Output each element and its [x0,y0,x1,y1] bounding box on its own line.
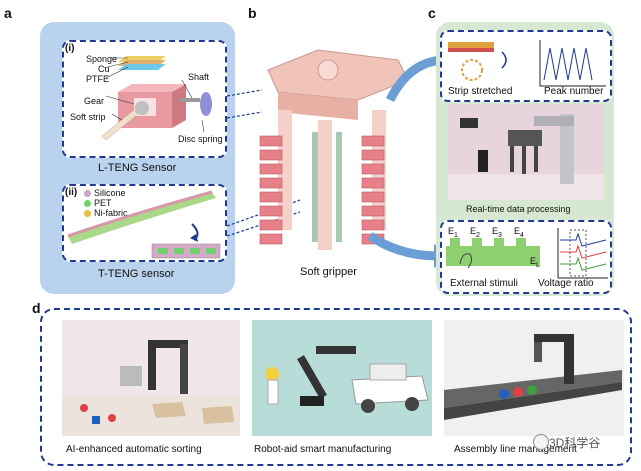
e-label-1: E1 [448,226,458,239]
caption-manufacturing: Robot-aid smart manufacturing [254,444,392,455]
legend-dot-silicone [84,190,91,197]
label-shaft: Shaft [188,72,210,82]
assembly-line-photo [444,320,624,436]
label-external-stimuli: External stimuli [450,278,518,289]
label-peak-number: Peak number [544,86,604,97]
e-label-2: E2 [470,226,480,239]
l-teng-illustration [101,56,212,141]
sub-label-i: (i) [65,43,75,54]
panel-letter-c: c [428,5,436,21]
legend-dot-pet [84,200,91,207]
e-label-4: E4 [514,226,524,239]
panel-letter-a: a [4,5,12,21]
sorting-photo [62,320,240,436]
panel-c-bottom-illustration [446,228,608,279]
label-voltage-ratio: Voltage ratio [538,278,594,289]
caption-assembly-line: Assembly line management [454,444,577,455]
panel-c-top-illustration [448,40,606,87]
panel-letter-b: b [248,5,257,21]
panel-letter-d: d [32,300,41,316]
label-strip-stretched: Strip stretched [448,86,513,97]
legend-pet: PET [94,198,112,208]
t-teng-title: T-TENG sensor [98,268,175,280]
soft-gripper-illustration [259,49,409,250]
watermark-text: 3D科学谷 [549,436,601,450]
sub-label-ii: (ii) [65,187,78,198]
t-teng-illustration [67,190,221,259]
l-teng-title: L-TENG Sensor [98,162,177,174]
legend-silicone: Silicone [94,188,126,198]
legend-dot-ni-fabric [84,210,91,217]
label-ptfe: PTFE [86,74,110,84]
e-label-l: EL [530,256,540,269]
label-soft-strip: Soft strip [70,112,106,122]
data-processing-photo [448,104,604,200]
e-label-3: E3 [492,226,502,239]
caption-sorting: AI-enhanced automatic sorting [66,444,202,455]
watermark-icon [533,434,549,450]
label-sponge: Sponge [86,54,118,64]
manufacturing-photo [252,320,432,436]
legend-ni-fabric: Ni-fabric [94,208,128,218]
soft-gripper-label: Soft gripper [300,266,357,278]
label-cu: Cu [98,64,110,74]
label-gear: Gear [84,96,105,106]
label-disc-spring: Disc spring [178,134,223,144]
label-real-time-processing: Real-time data processing [466,204,571,214]
